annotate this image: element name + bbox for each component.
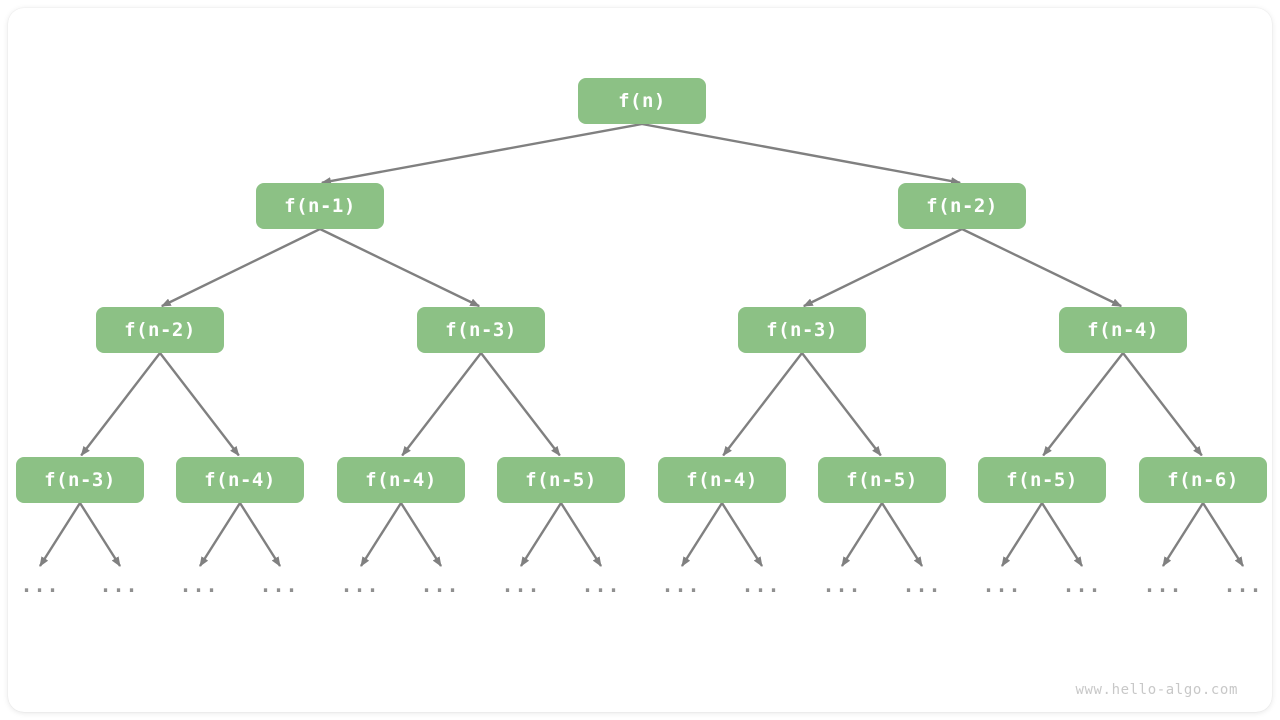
ellipsis-marker: ... [741, 573, 781, 597]
ellipsis-marker: ... [1062, 573, 1102, 597]
ellipsis-marker: ... [822, 573, 862, 597]
tree-node-n8: f(n-4) [176, 457, 304, 503]
ellipsis-marker: ... [20, 573, 60, 597]
ellipsis-marker: ... [902, 573, 942, 597]
tree-node-n12: f(n-5) [818, 457, 946, 503]
tree-node-n5: f(n-3) [738, 307, 866, 353]
tree-node-n14: f(n-6) [1139, 457, 1267, 503]
watermark: www.hello-algo.com [1075, 682, 1238, 698]
tree-node-n11: f(n-4) [658, 457, 786, 503]
tree-node-n1: f(n-1) [256, 183, 384, 229]
ellipsis-marker: ... [340, 573, 380, 597]
tree-node-n7: f(n-3) [16, 457, 144, 503]
tree-node-n4: f(n-3) [417, 307, 545, 353]
tree-node-n0: f(n) [578, 78, 706, 124]
tree-node-n10: f(n-5) [497, 457, 625, 503]
ellipsis-marker: ... [259, 573, 299, 597]
ellipsis-marker: ... [501, 573, 541, 597]
ellipsis-marker: ... [420, 573, 460, 597]
tree-node-n6: f(n-4) [1059, 307, 1187, 353]
ellipsis-marker: ... [661, 573, 701, 597]
ellipsis-marker: ... [99, 573, 139, 597]
ellipsis-marker: ... [982, 573, 1022, 597]
tree-node-n3: f(n-2) [96, 307, 224, 353]
tree-node-n9: f(n-4) [337, 457, 465, 503]
ellipsis-marker: ... [1223, 573, 1263, 597]
ellipsis-marker: ... [1143, 573, 1183, 597]
ellipsis-marker: ... [581, 573, 621, 597]
tree-node-n2: f(n-2) [898, 183, 1026, 229]
ellipsis-marker: ... [179, 573, 219, 597]
tree-node-n13: f(n-5) [978, 457, 1106, 503]
